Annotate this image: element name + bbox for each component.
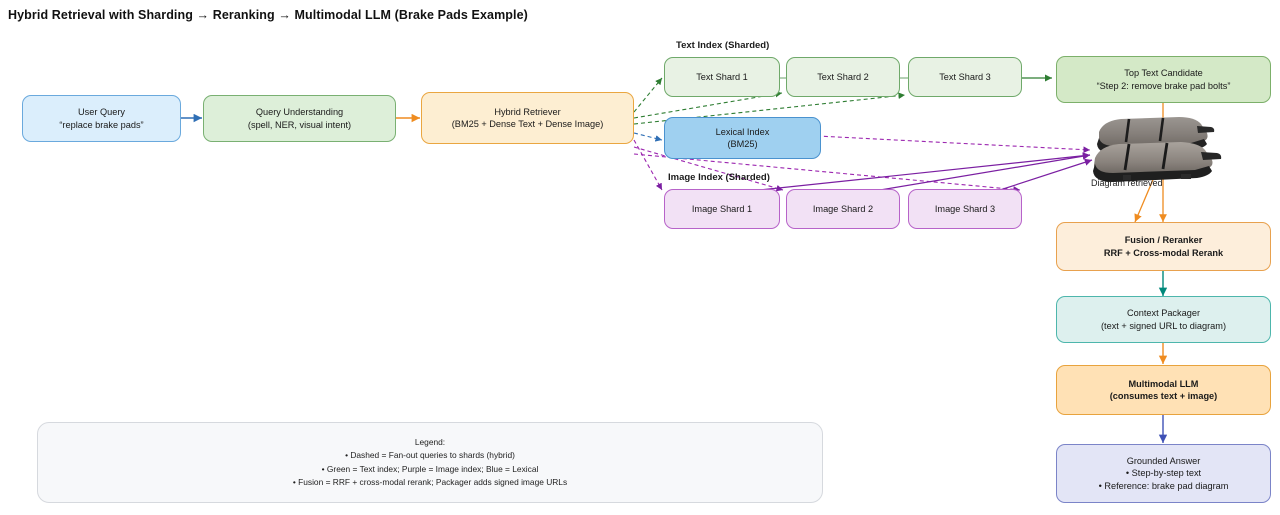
node-top-text-candidate-line2: “Step 2: remove brake pad bolts” (1096, 80, 1231, 91)
legend-item-0: • Dashed = Fan-out queries to shards (hy… (345, 450, 515, 461)
node-image-shard-2-label: Image Shard 2 (812, 203, 874, 214)
node-grounded-answer-line3: • Reference: brake pad diagram (1098, 480, 1229, 491)
legend-content: Legend: • Dashed = Fan-out queries to sh… (293, 436, 567, 488)
node-multimodal-llm-line2: (consumes text + image) (1109, 391, 1218, 401)
node-hybrid-retriever-line2: (BM25 + Dense Text + Dense Image) (451, 119, 604, 129)
page-title: Hybrid Retrieval with Sharding → Reranki… (8, 8, 528, 22)
node-hybrid-retriever[interactable]: Hybrid Retriever (BM25 + Dense Text + De… (421, 92, 634, 144)
group-label-text-index: Text Index (Sharded) (676, 40, 770, 51)
node-query-understanding-line2: (spell, NER, visual intent) (247, 119, 352, 130)
node-query-understanding[interactable]: Query Understanding (spell, NER, visual … (203, 95, 396, 142)
node-text-shard-1[interactable]: Text Shard 1 (664, 57, 780, 97)
legend-heading: Legend: (414, 437, 446, 448)
node-fusion-reranker[interactable]: Fusion / Reranker RRF + Cross-modal Rera… (1056, 222, 1271, 271)
node-query-understanding-line1: Query Understanding (255, 107, 344, 118)
node-lexical-index-line1: Lexical Index (715, 126, 770, 137)
node-lexical-index[interactable]: Lexical Index (BM25) (664, 117, 821, 159)
node-fusion-reranker-line2: RRF + Cross-modal Rerank (1103, 247, 1224, 258)
node-context-packager-line1: Context Packager (1126, 308, 1201, 319)
group-label-image-index: Image Index (Sharded) (668, 172, 770, 183)
node-multimodal-llm-line1: Multimodal LLM (1128, 378, 1199, 389)
node-image-shard-1-label: Image Shard 1 (691, 203, 753, 214)
node-image-shard-3[interactable]: Image Shard 3 (908, 189, 1022, 229)
node-text-shard-2[interactable]: Text Shard 2 (786, 57, 900, 97)
brake-pads-photo (1085, 112, 1235, 184)
node-text-shard-2-label: Text Shard 2 (817, 71, 869, 82)
node-text-shard-3[interactable]: Text Shard 3 (908, 57, 1022, 97)
node-context-packager-line2: (text + signed URL to diagram) (1100, 320, 1227, 331)
node-image-shard-3-label: Image Shard 3 (934, 203, 996, 214)
legend-box: Legend: • Dashed = Fan-out queries to sh… (37, 422, 823, 503)
node-multimodal-llm[interactable]: Multimodal LLM (consumes text + image) (1056, 365, 1271, 415)
node-lexical-index-line2: (BM25) (727, 139, 758, 149)
node-text-shard-1-label: Text Shard 1 (696, 71, 748, 82)
node-fusion-reranker-line1: Fusion / Reranker (1124, 235, 1203, 246)
legend-item-2: • Fusion = RRF + cross-modal rerank; Pac… (292, 476, 568, 487)
node-user-query[interactable]: User Query “replace brake pads” (22, 95, 181, 142)
node-grounded-answer-line1: Grounded Answer (1126, 456, 1201, 467)
node-user-query-line2: “replace brake pads” (59, 119, 144, 130)
node-user-query-line1: User Query (78, 107, 125, 118)
photo-caption: Diagram retrieved (1091, 178, 1163, 188)
node-top-text-candidate-line1: Top Text Candidate (1124, 68, 1203, 79)
legend-item-1: • Green = Text index; Purple = Image ind… (321, 463, 539, 474)
node-grounded-answer[interactable]: Grounded Answer • Step-by-step text • Re… (1056, 444, 1271, 503)
node-image-shard-1[interactable]: Image Shard 1 (664, 189, 780, 229)
node-context-packager[interactable]: Context Packager (text + signed URL to d… (1056, 296, 1271, 343)
node-text-shard-3-label: Text Shard 3 (939, 71, 991, 82)
node-top-text-candidate[interactable]: Top Text Candidate “Step 2: remove brake… (1056, 56, 1271, 103)
node-image-shard-2[interactable]: Image Shard 2 (786, 189, 900, 229)
node-hybrid-retriever-line1: Hybrid Retriever (494, 106, 561, 117)
node-grounded-answer-line2: • Step-by-step text (1125, 468, 1202, 479)
